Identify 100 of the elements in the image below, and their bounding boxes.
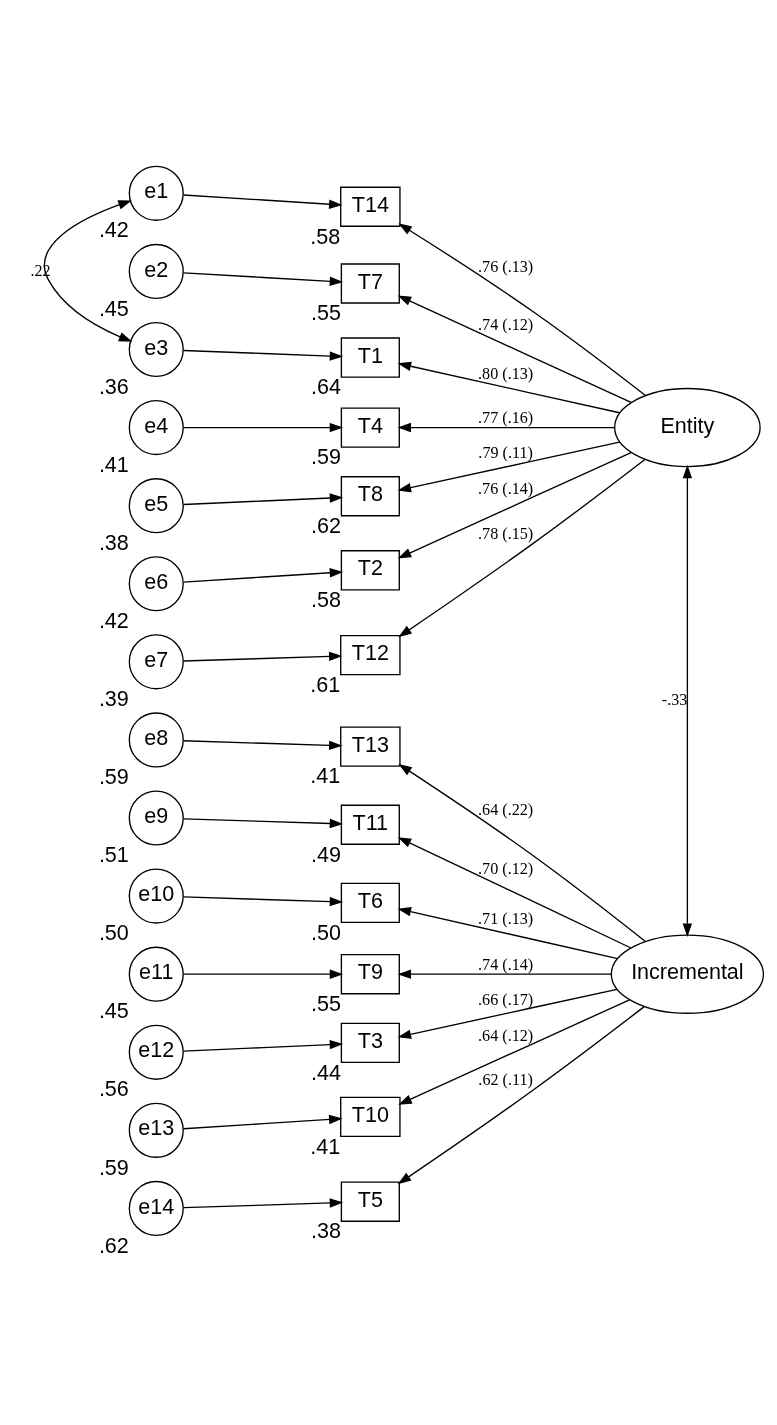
edge-label: .74 (.12) xyxy=(478,315,534,333)
node-circle: e2 xyxy=(128,243,184,299)
node-circle: e5 xyxy=(128,477,184,533)
arrow xyxy=(182,739,343,750)
node-circle: e8 xyxy=(128,711,184,768)
arrow xyxy=(398,458,646,637)
arrow xyxy=(182,193,343,209)
arrow xyxy=(182,492,344,505)
node-box: T1 xyxy=(340,336,400,378)
node-box: T5 xyxy=(340,1181,400,1222)
arrow xyxy=(397,988,618,1039)
arrow xyxy=(182,817,344,828)
node-ellipse: Entity xyxy=(614,387,761,467)
node-circle: e7 xyxy=(128,633,184,689)
node-box: T14 xyxy=(340,186,401,227)
node-label: .64 xyxy=(310,374,341,399)
node-box: T4 xyxy=(340,406,400,448)
node-box: T3 xyxy=(340,1022,400,1063)
edge-label: .74 (.14) xyxy=(478,955,534,973)
arrow xyxy=(397,1005,645,1184)
node-box: T13 xyxy=(340,725,401,767)
node-box: T2 xyxy=(340,549,400,590)
node-label: .49 xyxy=(310,842,341,866)
node-circle: e13 xyxy=(128,1102,184,1158)
node-box: T6 xyxy=(340,882,400,923)
arrow xyxy=(397,968,612,979)
arrow xyxy=(182,1114,343,1129)
node-label: .38 xyxy=(310,1218,341,1243)
node-label: .42 xyxy=(98,608,129,633)
arrow xyxy=(397,294,632,403)
node-label: .59 xyxy=(310,444,341,469)
arrow xyxy=(397,361,621,413)
node-circle: e14 xyxy=(128,1180,184,1236)
node-box: T8 xyxy=(340,475,400,516)
node-box: T7 xyxy=(340,262,400,304)
edge-label: .62 (.11) xyxy=(478,1070,533,1088)
node-label: .45 xyxy=(98,998,129,1023)
node-label: .59 xyxy=(98,764,129,789)
node-label: .41 xyxy=(98,452,129,477)
arrow xyxy=(397,422,616,432)
node-label: .39 xyxy=(98,686,129,711)
edge-label: .70 (.12) xyxy=(478,859,534,877)
node-box: T11 xyxy=(340,804,400,845)
arrow xyxy=(182,422,344,432)
arrow xyxy=(182,567,344,583)
arrow xyxy=(398,763,646,942)
edge-label: .76 (.14) xyxy=(478,479,534,497)
arrow xyxy=(682,464,693,937)
node-label: .56 xyxy=(98,1076,129,1101)
node-box: T10 xyxy=(340,1096,401,1137)
node-label: .58 xyxy=(310,224,341,249)
node-label: .45 xyxy=(98,296,129,321)
edge-label: .77 (.16) xyxy=(478,408,534,426)
arrow xyxy=(182,349,344,361)
node-box: T12 xyxy=(340,634,401,675)
node-circle: e10 xyxy=(128,868,184,924)
edge-label: .71 (.13) xyxy=(478,909,534,927)
node-circle: e12 xyxy=(128,1024,184,1080)
node-circle: e9 xyxy=(128,789,184,846)
edge-label: .64 (.12) xyxy=(478,1026,534,1044)
arrow xyxy=(43,199,133,342)
node-label: .42 xyxy=(98,217,129,242)
edge-label: .80 (.13) xyxy=(478,364,534,382)
arrow xyxy=(397,451,632,558)
edge-label: .66 (.17) xyxy=(478,990,534,1008)
node-label: .62 xyxy=(310,513,341,538)
edge-label: -.33 xyxy=(661,690,688,708)
arrow xyxy=(182,1039,344,1052)
arrow xyxy=(182,651,343,662)
arrow xyxy=(182,1197,344,1208)
edge-label: .79 (.11) xyxy=(478,443,533,461)
node-label: .38 xyxy=(98,530,129,555)
node-label: .41 xyxy=(310,763,341,788)
node-ellipse: Incremental xyxy=(610,933,765,1014)
edge-label: .64 (.22) xyxy=(478,800,534,818)
node-label: .59 xyxy=(98,1155,129,1180)
node-label: .50 xyxy=(310,920,341,945)
node-label: .44 xyxy=(310,1060,341,1085)
node-box: T9 xyxy=(340,953,400,994)
node-circle: e1 xyxy=(128,165,184,221)
node-label: .55 xyxy=(310,300,341,325)
node-label: .61 xyxy=(310,672,341,697)
node-label: .62 xyxy=(98,1233,129,1258)
arrow xyxy=(182,271,344,286)
node-circle: e6 xyxy=(128,555,184,611)
node-label: .50 xyxy=(98,920,129,945)
arrow xyxy=(398,998,631,1105)
node-circle: e11 xyxy=(128,946,184,1002)
arrow xyxy=(182,895,344,906)
arrow xyxy=(397,906,619,959)
node-circle: e4 xyxy=(128,399,184,455)
arrow xyxy=(182,968,344,979)
node-label: .41 xyxy=(310,1134,341,1159)
edge-label: .78 (.15) xyxy=(478,524,534,542)
node-label: .58 xyxy=(310,587,341,612)
arrow xyxy=(397,836,632,948)
node-label: .55 xyxy=(310,991,341,1016)
arrow xyxy=(398,222,646,396)
edge-label: .76 (.13) xyxy=(478,257,534,275)
node-label: .36 xyxy=(98,374,129,399)
